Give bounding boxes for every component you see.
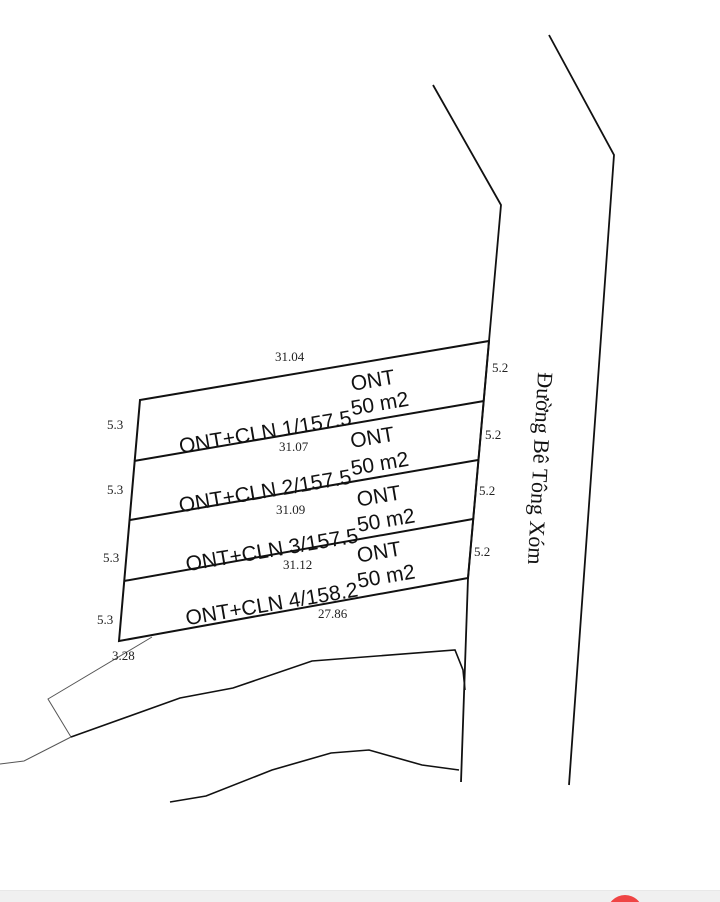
lot-4-length-label: 31.12 xyxy=(283,557,312,572)
bottom-toolbar xyxy=(0,890,720,902)
lot-divider-2-3 xyxy=(129,459,479,521)
lot-2-type: ONT xyxy=(349,423,397,453)
lots-outline xyxy=(117,339,491,643)
lot-2-left-width: 5.3 xyxy=(107,482,123,497)
terrain-line-upper xyxy=(70,649,466,738)
road-right-boundary xyxy=(548,34,615,786)
terrain-line-lower xyxy=(169,749,460,803)
lot-3-left-width: 5.3 xyxy=(103,550,119,565)
lot-3-right-width: 5.2 xyxy=(479,483,495,498)
lot-1-name: ONT+CLN 1/157.5 xyxy=(177,407,353,459)
floating-action-button[interactable] xyxy=(607,895,643,902)
lot-2-length-label: 31.07 xyxy=(279,439,309,454)
lot-4-right-width: 5.2 xyxy=(474,544,490,559)
lot-1-left-width: 5.3 xyxy=(107,417,123,432)
lot-3-name: ONT+CLN 3/157.5 xyxy=(184,524,360,576)
lot-1-right-width: 5.2 xyxy=(492,360,508,375)
road-label: Đường Bê Tông Xóm xyxy=(523,372,558,565)
lot-4-left-width: 5.3 xyxy=(97,612,113,627)
lot-2-name: ONT+CLN 2/157.5 xyxy=(177,466,353,518)
lot-1-length-label: 31.04 xyxy=(275,349,305,364)
bottom-length-label: 27.86 xyxy=(318,606,348,621)
lot-divider-3-4 xyxy=(123,518,474,582)
lot-3-length-label: 31.09 xyxy=(276,502,305,517)
lot-divider-1-2 xyxy=(133,400,485,462)
corner-offset-label: 3.28 xyxy=(112,648,135,663)
lot-2-right-width: 5.2 xyxy=(485,427,501,442)
lot-2-area: 50 m2 xyxy=(349,448,410,480)
lot-4-name: ONT+CLN 4/158.2 xyxy=(184,578,360,630)
